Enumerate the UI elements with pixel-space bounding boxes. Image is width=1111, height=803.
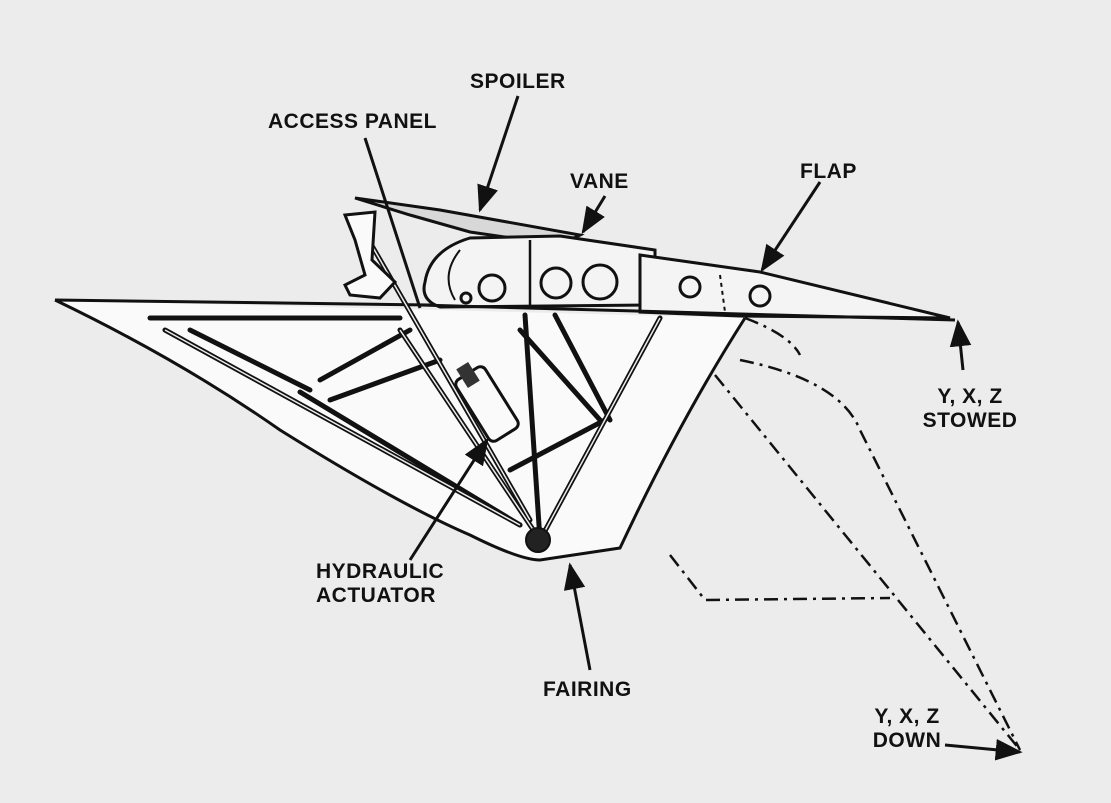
down-position-phantom: [669, 316, 1022, 751]
hydraulic-actuator-label: HYDRAULIC ACTUATOR: [316, 560, 444, 608]
fairing-label: FAIRING: [543, 678, 632, 701]
flap-leader: [760, 181, 822, 273]
bottom-pivot: [525, 527, 551, 553]
vane-label: VANE: [570, 170, 629, 193]
vane-rib: [447, 249, 461, 301]
vane-lightening-holes: [459, 263, 619, 305]
flap-dashed-rib: [719, 274, 726, 313]
down-label-line2: DOWN: [872, 729, 942, 752]
fairing-top-edge: [54, 298, 431, 307]
down-label-line1: Y, X, Z: [874, 705, 940, 728]
flap-shape: [638, 253, 951, 320]
stowed-label-line2: STOWED: [922, 409, 1018, 432]
hydraulic-label-line2: ACTUATOR: [316, 584, 436, 607]
hydraulic-leader: [408, 437, 489, 561]
spoiler-leader: [477, 95, 520, 213]
stowed-label: Y, X, Z STOWED: [905, 385, 1035, 433]
stowed-label-line1: Y, X, Z: [937, 385, 1003, 408]
access-panel-label: ACCESS PANEL: [268, 110, 437, 133]
hydraulic-actuator-body: [454, 361, 520, 443]
spoiler-label: SPOILER: [470, 70, 566, 93]
leader-arrows: [363, 95, 1023, 761]
vane-leader: [581, 195, 607, 235]
stowed-leader: [949, 319, 972, 371]
chord-line: [419, 303, 956, 322]
fairing-leader: [563, 562, 592, 671]
fairing-outline: [54, 298, 747, 562]
mount-bracket: [342, 210, 398, 300]
hydraulic-label-line1: HYDRAULIC: [316, 560, 445, 583]
flap-label: FLAP: [800, 160, 857, 183]
vane-shape: [422, 234, 657, 309]
down-leader: [944, 738, 1023, 761]
flap-holes: [678, 275, 772, 308]
down-label: Y, X, Z DOWN: [852, 705, 962, 753]
access-panel-leader: [363, 137, 422, 309]
